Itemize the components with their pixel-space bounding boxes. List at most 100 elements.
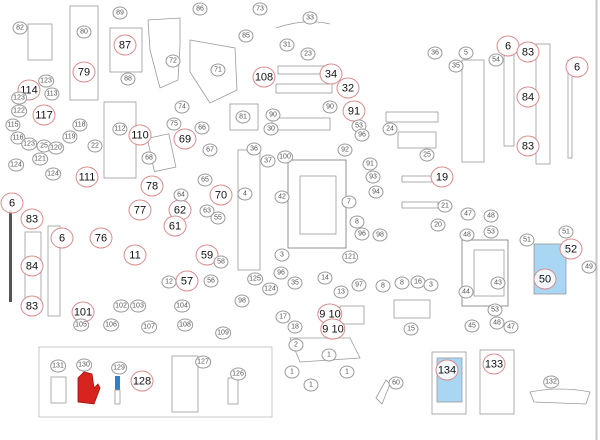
part-label-126[interactable]: 126 — [230, 367, 246, 381]
part-label-67[interactable]: 67 — [202, 143, 218, 157]
part-label-78[interactable]: 78 — [140, 175, 164, 197]
part-label-24[interactable]: 24 — [382, 122, 398, 136]
part-label-1[interactable]: 1 — [339, 365, 355, 379]
part-label-87[interactable]: 87 — [113, 34, 137, 56]
part-label-37[interactable]: 37 — [260, 154, 276, 168]
part-label-1[interactable]: 1 — [321, 348, 337, 362]
part-label-19[interactable]: 19 — [430, 166, 454, 188]
part-label-30[interactable]: 30 — [263, 122, 279, 136]
part-label-1[interactable]: 1 — [284, 365, 300, 379]
part-label-35[interactable]: 35 — [448, 59, 464, 73]
part-label-43[interactable]: 43 — [490, 276, 506, 290]
part-label-125[interactable]: 125 — [247, 272, 263, 286]
part-label-98[interactable]: 98 — [234, 294, 250, 308]
part-label-120[interactable]: 120 — [48, 141, 64, 155]
part-label-6[interactable]: 6 — [565, 56, 589, 78]
part-label-11[interactable]: 11 — [123, 244, 147, 266]
part-label-86[interactable]: 86 — [192, 2, 208, 16]
part-label-52[interactable]: 52 — [559, 238, 583, 260]
part-label-100[interactable]: 100 — [277, 150, 293, 164]
part-label-74[interactable]: 74 — [174, 100, 190, 114]
part-label-54[interactable]: 54 — [488, 53, 504, 67]
part-label-115[interactable]: 115 — [5, 118, 21, 132]
part-label-56[interactable]: 56 — [203, 274, 219, 288]
part-label-81[interactable]: 81 — [235, 110, 251, 124]
part-label-34[interactable]: 34 — [319, 63, 343, 85]
part-label-121[interactable]: 121 — [32, 152, 48, 166]
part-label-111[interactable]: 111 — [75, 166, 99, 188]
part-label-128[interactable]: 128 — [130, 370, 154, 392]
part-label-85[interactable]: 85 — [238, 29, 254, 43]
part-label-93[interactable]: 93 — [365, 170, 381, 184]
part-label-20[interactable]: 20 — [430, 218, 446, 232]
part-label-82[interactable]: 82 — [12, 21, 28, 35]
part-label-48[interactable]: 48 — [459, 228, 475, 242]
part-label-6[interactable]: 6 — [50, 227, 74, 249]
part-label-7[interactable]: 7 — [341, 195, 357, 209]
part-label-94[interactable]: 94 — [368, 185, 384, 199]
part-label-90[interactable]: 90 — [322, 100, 338, 114]
part-label-80[interactable]: 80 — [76, 25, 92, 39]
part-label-58[interactable]: 58 — [213, 255, 229, 269]
part-label-47[interactable]: 47 — [503, 320, 519, 334]
part-label-96[interactable]: 96 — [354, 128, 370, 142]
part-label-84[interactable]: 84 — [516, 86, 540, 108]
part-label-35[interactable]: 35 — [287, 276, 303, 290]
part-label-79[interactable]: 79 — [72, 61, 96, 83]
part-label-60[interactable]: 60 — [388, 376, 404, 390]
part-label-6[interactable]: 6 — [0, 192, 24, 214]
part-label-76[interactable]: 76 — [89, 227, 113, 249]
part-label-1[interactable]: 1 — [303, 378, 319, 392]
part-label-66[interactable]: 66 — [194, 121, 210, 135]
part-label-98[interactable]: 98 — [372, 228, 388, 242]
part-label-124[interactable]: 124 — [45, 167, 61, 181]
part-label-17[interactable]: 17 — [275, 310, 291, 324]
part-label-132[interactable]: 132 — [543, 375, 559, 389]
part-label-75[interactable]: 75 — [166, 117, 182, 131]
part-label-104[interactable]: 104 — [174, 299, 190, 313]
part-label-53[interactable]: 53 — [487, 303, 503, 317]
part-label-8[interactable]: 8 — [375, 279, 391, 293]
part-label-5[interactable]: 5 — [458, 46, 474, 60]
part-label-106[interactable]: 106 — [103, 318, 119, 332]
part-label-83[interactable]: 83 — [20, 208, 44, 230]
part-label-134[interactable]: 134 — [435, 359, 459, 381]
part-label-131[interactable]: 131 — [50, 359, 66, 373]
part-label-21[interactable]: 21 — [437, 199, 453, 213]
part-label-96[interactable]: 96 — [273, 266, 289, 280]
part-label-61[interactable]: 61 — [163, 215, 187, 237]
part-label-50[interactable]: 50 — [533, 268, 557, 290]
part-label-55[interactable]: 55 — [210, 211, 226, 225]
part-label-70[interactable]: 70 — [209, 184, 233, 206]
part-label-129[interactable]: 129 — [111, 361, 127, 375]
part-label-108[interactable]: 108 — [177, 318, 193, 332]
part-label-2[interactable]: 2 — [288, 338, 304, 352]
part-label-3[interactable]: 3 — [274, 248, 290, 262]
part-label-103[interactable]: 103 — [130, 299, 146, 313]
part-label-36[interactable]: 36 — [246, 142, 262, 156]
part-label-48[interactable]: 48 — [483, 209, 499, 223]
part-label-89[interactable]: 89 — [112, 6, 128, 20]
part-label-77[interactable]: 77 — [128, 199, 152, 221]
part-label-51[interactable]: 51 — [558, 225, 574, 239]
part-label-32[interactable]: 32 — [336, 77, 360, 99]
part-label-122[interactable]: 122 — [11, 104, 27, 118]
part-label-112[interactable]: 112 — [112, 122, 128, 136]
part-label-123[interactable]: 123 — [21, 137, 37, 151]
part-label-71[interactable]: 71 — [210, 63, 226, 77]
part-label-83[interactable]: 83 — [516, 41, 540, 63]
part-label-4[interactable]: 4 — [237, 187, 253, 201]
part-label-48[interactable]: 48 — [489, 316, 505, 330]
part-label-65[interactable]: 65 — [197, 173, 213, 187]
part-label-124[interactable]: 124 — [8, 158, 24, 172]
part-label-64[interactable]: 64 — [173, 188, 189, 202]
part-label-51[interactable]: 51 — [519, 233, 535, 247]
part-label-59[interactable]: 59 — [195, 244, 219, 266]
part-label-109[interactable]: 109 — [215, 326, 231, 340]
part-label-13[interactable]: 13 — [333, 285, 349, 299]
part-label-83[interactable]: 83 — [516, 135, 540, 157]
part-label-96[interactable]: 96 — [354, 227, 370, 241]
part-label-73[interactable]: 73 — [252, 2, 268, 16]
part-label-102[interactable]: 102 — [113, 299, 129, 313]
part-label-108[interactable]: 108 — [252, 66, 276, 88]
